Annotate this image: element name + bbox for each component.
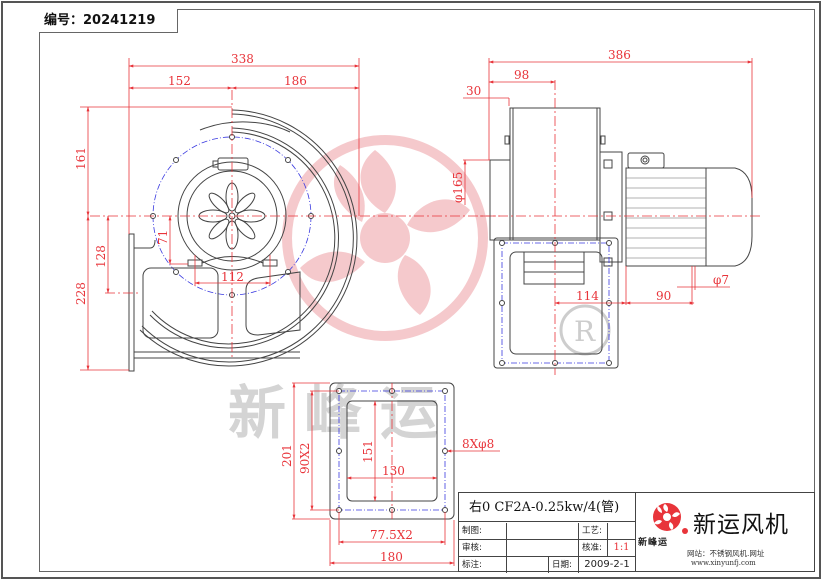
row-label: 制图: (459, 523, 507, 539)
dim-flange-hole-pitch-horizontal: 77.5X2 (370, 528, 413, 542)
drawing-number: 编号：20241219 (39, 9, 178, 33)
dim-top-height: 161 (74, 147, 88, 170)
side-view (489, 107, 753, 369)
title-row: 制图: 工艺: (459, 523, 635, 540)
row-label-2: 工艺: (579, 523, 608, 539)
model-name: 右0 CF2A-0.25kw/4(管) (459, 493, 635, 522)
dim-flange-inner-height: 151 (361, 440, 375, 463)
dim-bottom-height: 228 (74, 282, 88, 305)
dim-flange-hole-pitch-vertical: 90X2 (298, 443, 312, 474)
dim-impeller-offset: 98 (514, 68, 529, 82)
brand-logo-text: 新峰运 (638, 538, 669, 548)
dim-overall-width: 338 (231, 52, 254, 66)
dim-flange-inner-width: 130 (382, 464, 405, 478)
watermark-text: 新峰运 (228, 379, 456, 447)
dim-foot-span: 90 (656, 289, 671, 303)
row-value (507, 523, 579, 539)
dim-outlet-center-height: 128 (94, 245, 108, 268)
title-block-info: 右0 CF2A-0.25kw/4(管) 制图: 工艺: 审核: 核准: 1:1 … (459, 493, 636, 573)
dim-overall-length: 386 (608, 48, 631, 62)
dim-motor-foot-height: 71 (156, 230, 170, 245)
website-label: 网站：不锈钢风机.网址 (687, 549, 765, 558)
dim-inlet-diameter: φ165 (451, 172, 465, 203)
row-label: 标注: (459, 557, 507, 573)
dim-flange-outer-height: 201 (280, 444, 294, 467)
dim-foot-offset: 114 (576, 289, 599, 303)
row-label-2: 日期: (549, 557, 579, 573)
dim-inlet-offset: 30 (466, 84, 481, 98)
row-value (507, 557, 549, 573)
row-value (507, 540, 579, 556)
dim-flange-outer-width: 180 (380, 550, 403, 564)
row-label: 审核: (459, 540, 507, 556)
dim-right-width: 186 (284, 74, 307, 88)
brand-name: 新运风机 (693, 512, 789, 538)
title-block: 右0 CF2A-0.25kw/4(管) 制图: 工艺: 审核: 核准: 1:1 … (458, 492, 815, 573)
drawing-frame (39, 9, 815, 572)
dim-foot-hole: φ7 (713, 273, 729, 287)
date-value: 2009-2-1 (584, 559, 630, 570)
dim-motor-foot-span: 112 (221, 270, 244, 284)
watermark-logo-icon: R (282, 135, 611, 356)
title-block-brand: 新峰运 新运风机 网站：不锈钢风机.网址 www.xinyunfj.com (635, 493, 814, 571)
brand-logo-icon (653, 503, 688, 534)
title-row: 标注: 日期: 2009-2-1 (459, 557, 635, 573)
row-label-2: 核准: (579, 540, 608, 556)
scale-value: 1:1 (613, 542, 630, 553)
dim-left-width: 152 (168, 74, 191, 88)
row-value-2 (608, 523, 635, 539)
svg-text:R: R (574, 315, 596, 348)
dim-flange-hole-spec: 8Xφ8 (462, 437, 494, 451)
title-row: 审核: 核准: 1:1 (459, 540, 635, 557)
website-url: www.xinyunfj.com (691, 559, 756, 567)
